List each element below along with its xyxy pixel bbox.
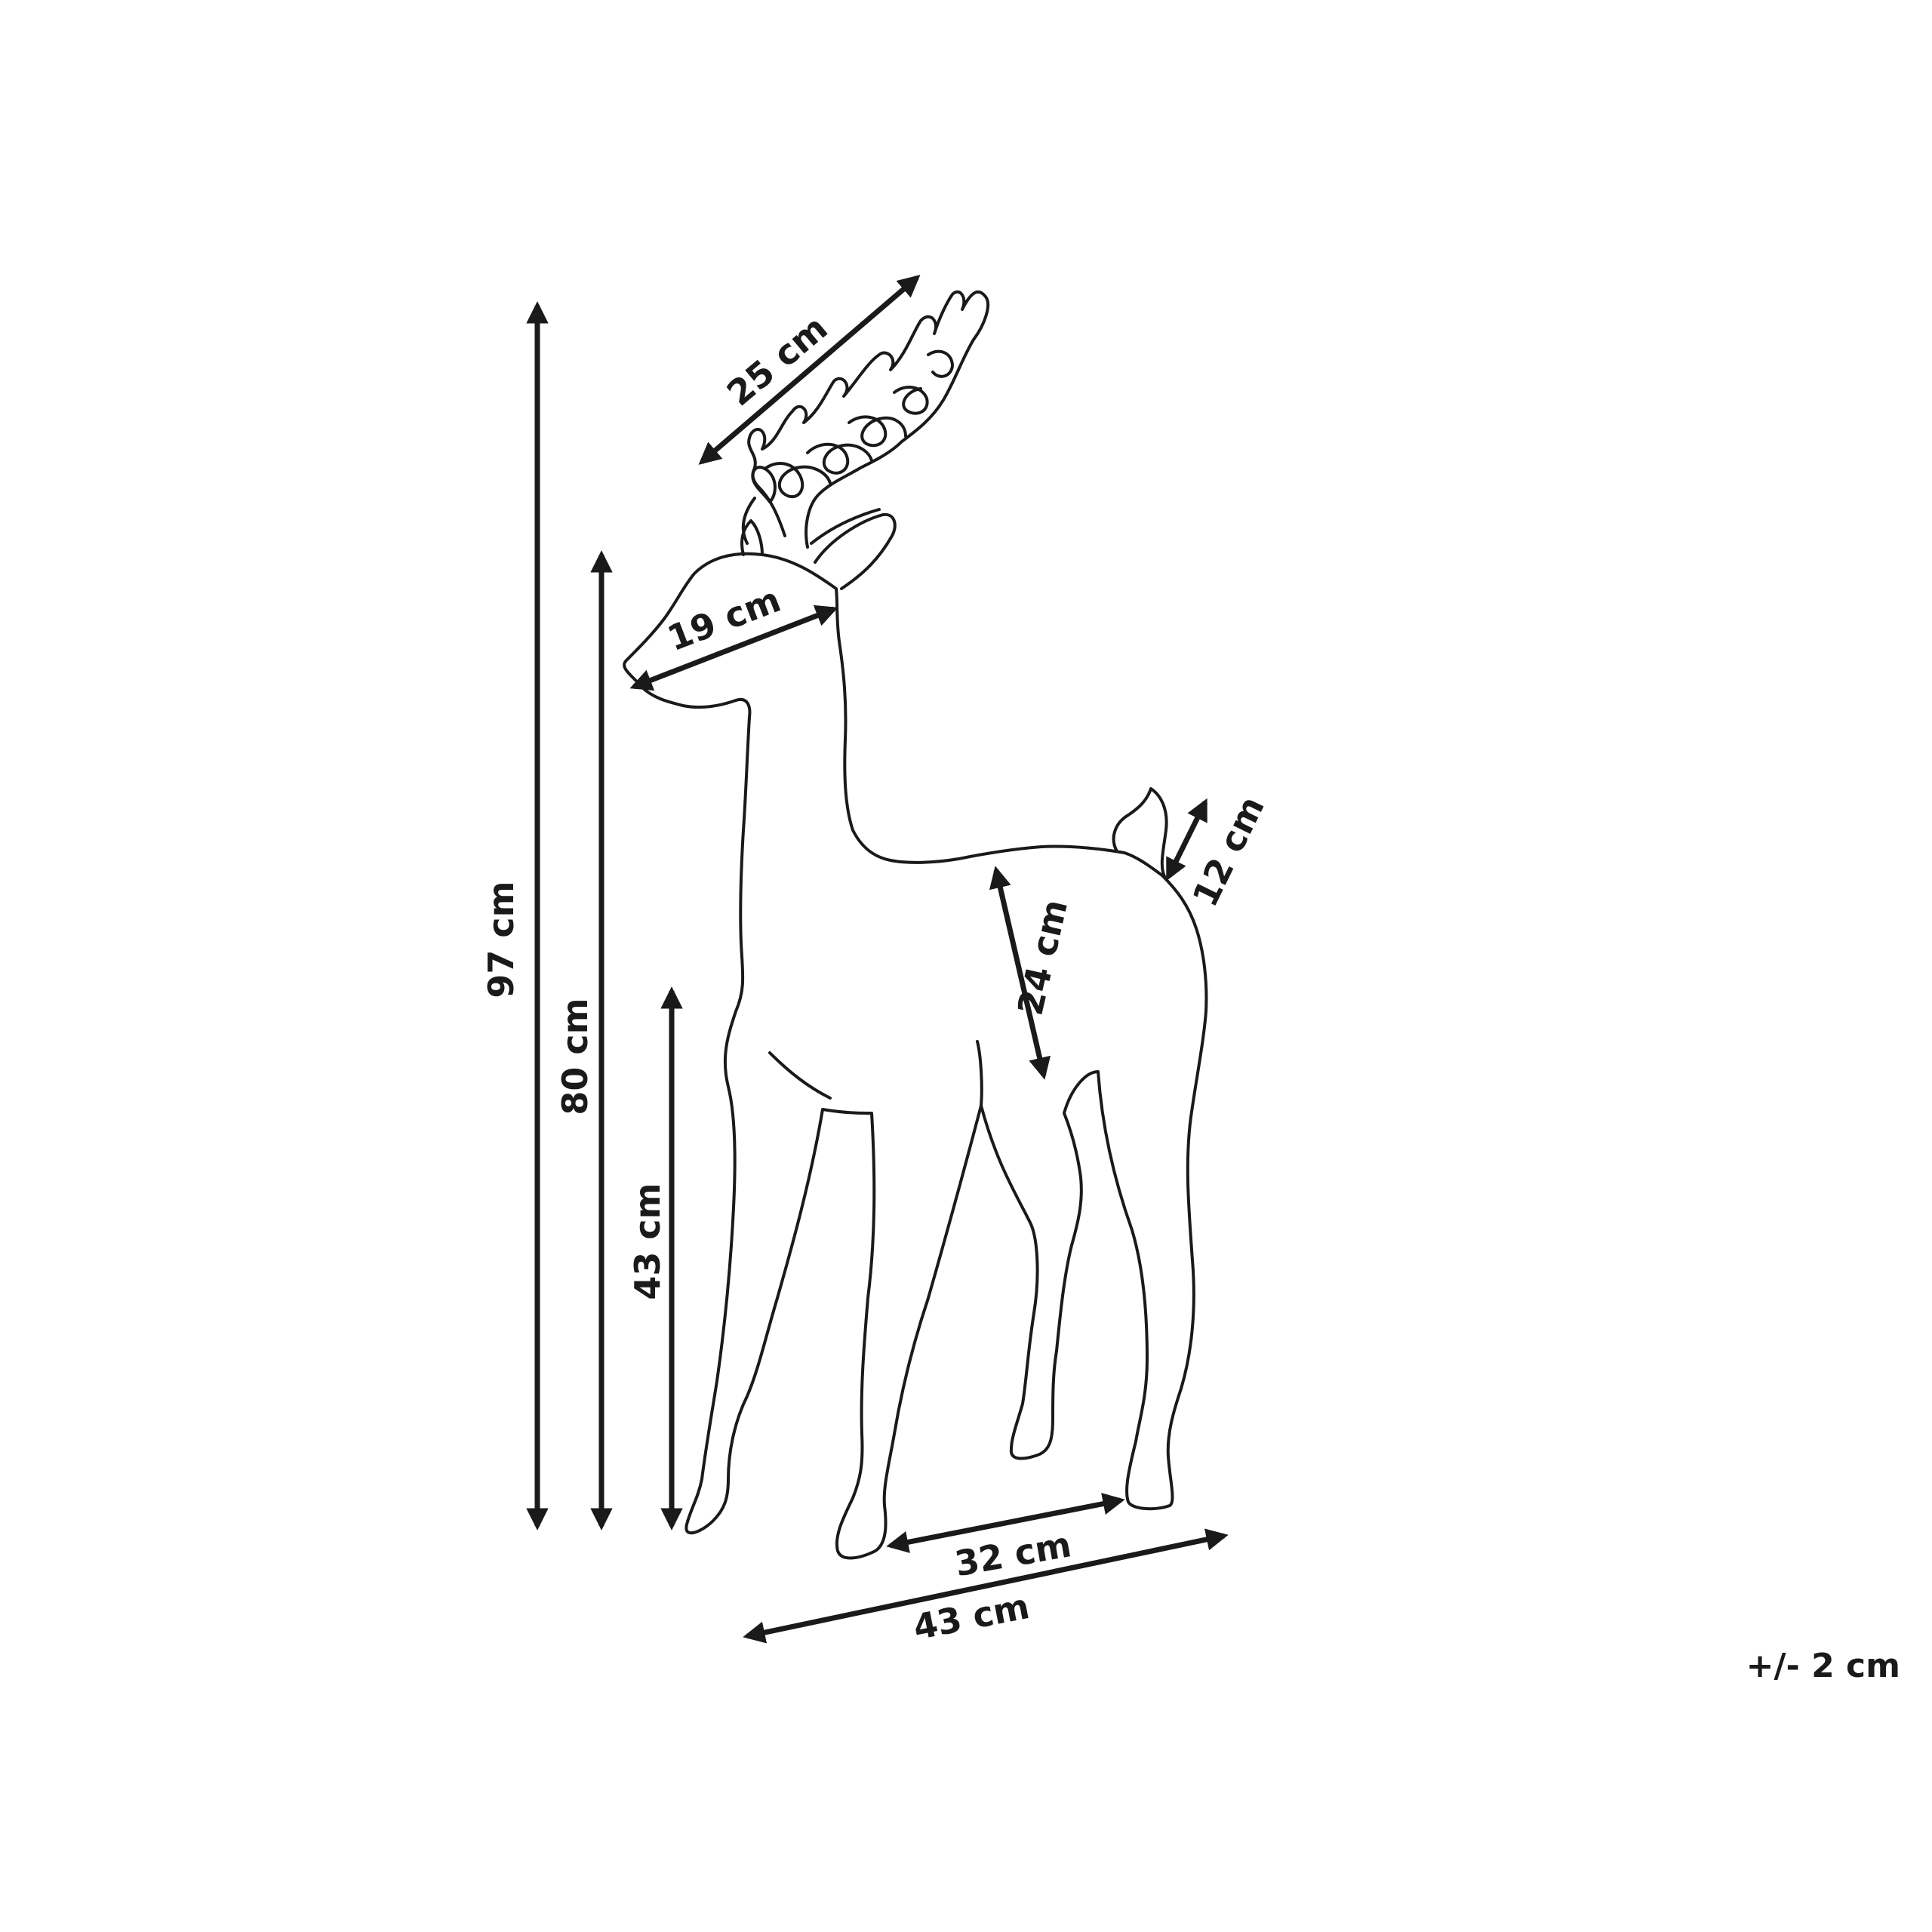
ear-left-outline — [740, 519, 764, 556]
reindeer-illustration — [623, 290, 1208, 1560]
dimension-lines — [526, 275, 1229, 1644]
total-length-arrow — [743, 1528, 1229, 1644]
body-depth-label: 24 cm — [1010, 896, 1076, 1019]
body-depth-arrow — [989, 866, 1051, 1080]
leg-span-label: 32 cm — [952, 1524, 1074, 1584]
tail-outline — [1112, 787, 1168, 881]
tail-height-arrow — [1165, 798, 1208, 881]
deer-body-outline — [623, 552, 1208, 1560]
tail-height-label: 12 cm — [1184, 789, 1272, 912]
total-height-label: 97 cm — [481, 881, 521, 998]
tolerance-note: +/- 2 cm — [1746, 1647, 1900, 1685]
body-height-label: 43 cm — [627, 1183, 668, 1300]
ear-right-outline — [814, 512, 897, 590]
head-height-label: 80 cm — [555, 998, 595, 1115]
antler-width-arrow — [698, 275, 921, 465]
head-length-arrow — [629, 605, 838, 691]
total-length-label: 43 cm — [910, 1586, 1033, 1648]
